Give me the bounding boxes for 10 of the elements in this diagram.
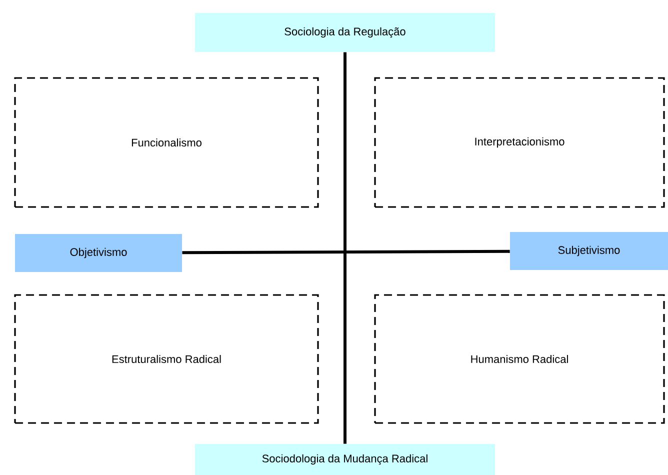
axis-label: Sociodologia da Mudança Radical: [195, 444, 495, 475]
quadrant-box: Interpretacionismo: [374, 77, 665, 208]
quadrant-box: Funcionalismo: [14, 77, 319, 208]
axis-label: Objetivismo: [15, 234, 182, 272]
axis-line: [344, 52, 346, 444]
quadrant-box: Estruturalismo Radical: [14, 294, 319, 424]
quadrant-box: Humanismo Radical: [374, 294, 665, 424]
axis-label: Subjetivismo: [510, 232, 668, 270]
axis-line: [182, 250, 510, 254]
axis-label: Sociologia da Regulação: [195, 13, 495, 52]
